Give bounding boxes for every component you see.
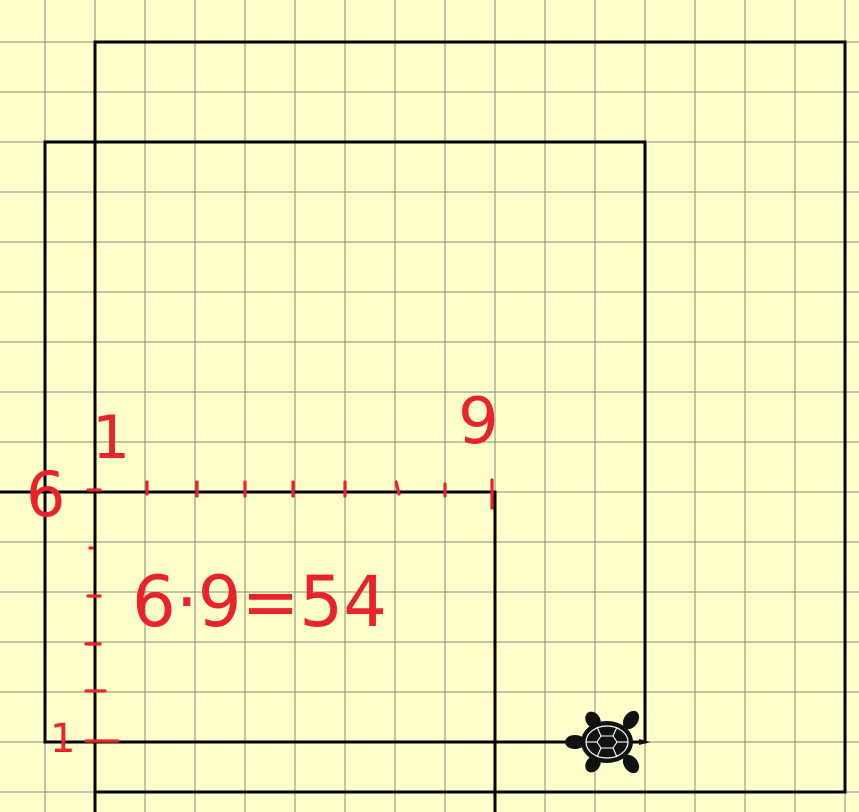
handwritten-annotations: 1 9 6 1 6·9=54	[26, 385, 499, 762]
bottom-unit-label: 1	[50, 716, 75, 762]
top-unit-label: 1	[92, 403, 130, 473]
outer-square	[93, 40, 847, 812]
left-tick-marks	[84, 546, 120, 743]
turtle-drawing	[0, 40, 847, 812]
top-count-label: 9	[458, 385, 499, 459]
equation-label: 6·9=54	[132, 561, 387, 643]
top-tick-marks	[86, 478, 494, 510]
tick-mark	[394, 480, 401, 496]
left-count-label: 6	[26, 458, 65, 531]
turtle-icon	[565, 710, 651, 774]
inner-rectangle-edge	[0, 490, 497, 812]
middle-square	[43, 140, 647, 744]
